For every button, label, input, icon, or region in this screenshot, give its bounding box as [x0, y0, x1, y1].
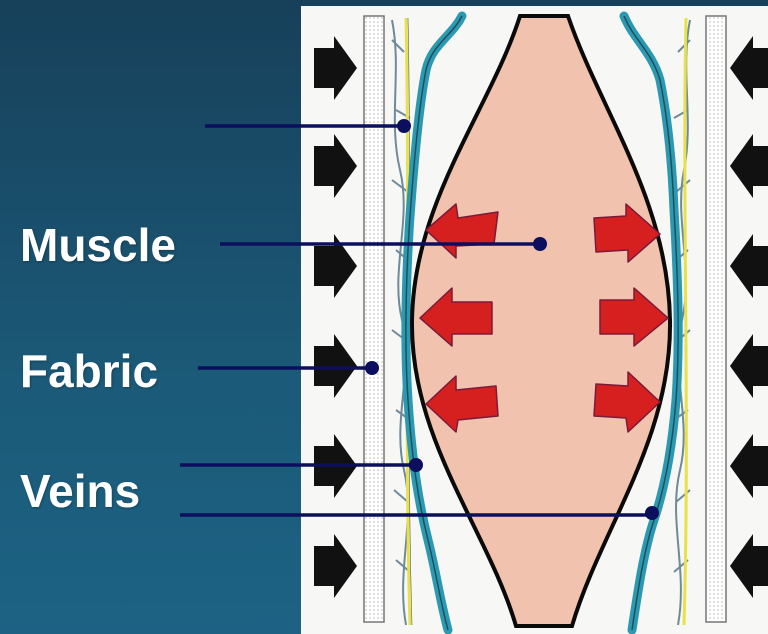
label-veins: Veins — [20, 468, 140, 514]
label-muscle: Muscle — [20, 222, 176, 268]
leader-dot-top — [397, 119, 411, 133]
label-fabric: Fabric — [20, 348, 158, 394]
fabric-strip-left — [364, 16, 384, 622]
leader-dot-vein-left — [409, 458, 423, 472]
fabric-strip-right — [706, 16, 726, 622]
leader-dot-vein-right — [645, 506, 659, 520]
leader-dot-muscle — [533, 237, 547, 251]
leader-dot-fabric — [365, 361, 379, 375]
right-nerve — [684, 18, 686, 625]
